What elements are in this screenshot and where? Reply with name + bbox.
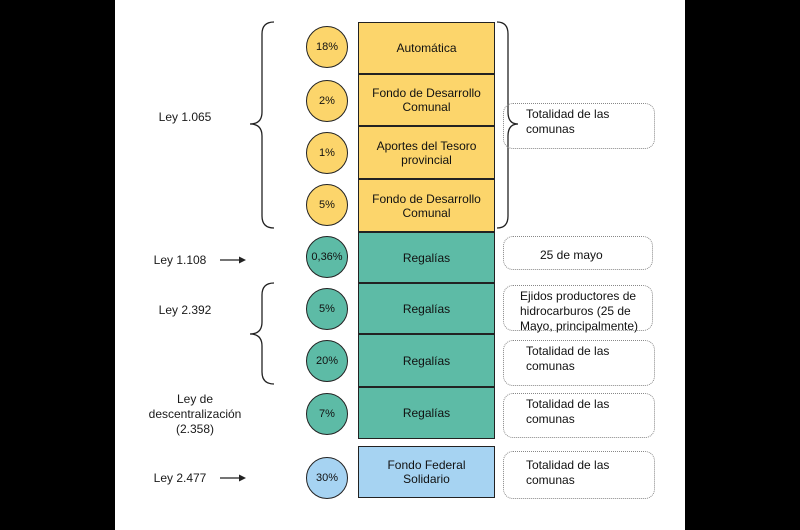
note-row-9: Totalidad de las comunas [503,451,655,499]
fund-box: Fondo de Desarrollo Comunal [358,179,495,232]
note-row-8: Totalidad de las comunas [503,393,655,438]
law-label-descentralizacion: Ley de descentralización (2.358) [148,392,242,436]
percent-circle: 20% [306,340,348,382]
fund-box: Aportes del Tesoro provincial [358,126,495,179]
brace-ley-1065 [249,21,275,229]
law-label-2392: Ley 2.392 [158,303,212,317]
fund-box: Regalías [358,387,495,439]
fund-box: Automática [358,22,495,74]
fund-box: Regalías [358,283,495,334]
percent-circle: 0,36% [306,236,348,278]
fund-box: Fondo de Desarrollo Comunal [358,74,495,126]
percent-circle: 1% [306,132,348,174]
note-row-5: 25 de mayo [503,236,653,270]
note-row-6: Ejidos productores de hidrocarburos (25 … [503,285,653,333]
brace-right-yellow [496,21,519,229]
arrowhead-ley-1108 [239,256,246,264]
percent-circle: 30% [306,457,348,499]
percent-circle: 2% [306,80,348,122]
law-label-1065: Ley 1.065 [158,110,212,124]
law-label-2477: Ley 2.477 [153,471,207,485]
law-label-1108: Ley 1.108 [153,253,207,267]
fund-box: Regalías [358,232,495,283]
arrowhead-ley-2477 [239,474,246,482]
percent-circle: 5% [306,288,348,330]
percent-circle: 18% [306,26,348,68]
note-yellow-group: Totalidad de las comunas [503,103,655,149]
fund-box: Fondo Federal Solidario [358,446,495,498]
brace-ley-2392 [249,282,275,385]
percent-circle: 5% [306,184,348,226]
percent-circle: 7% [306,393,348,435]
fund-box: Regalías [358,334,495,387]
note-row-7: Totalidad de las comunas [503,340,655,386]
